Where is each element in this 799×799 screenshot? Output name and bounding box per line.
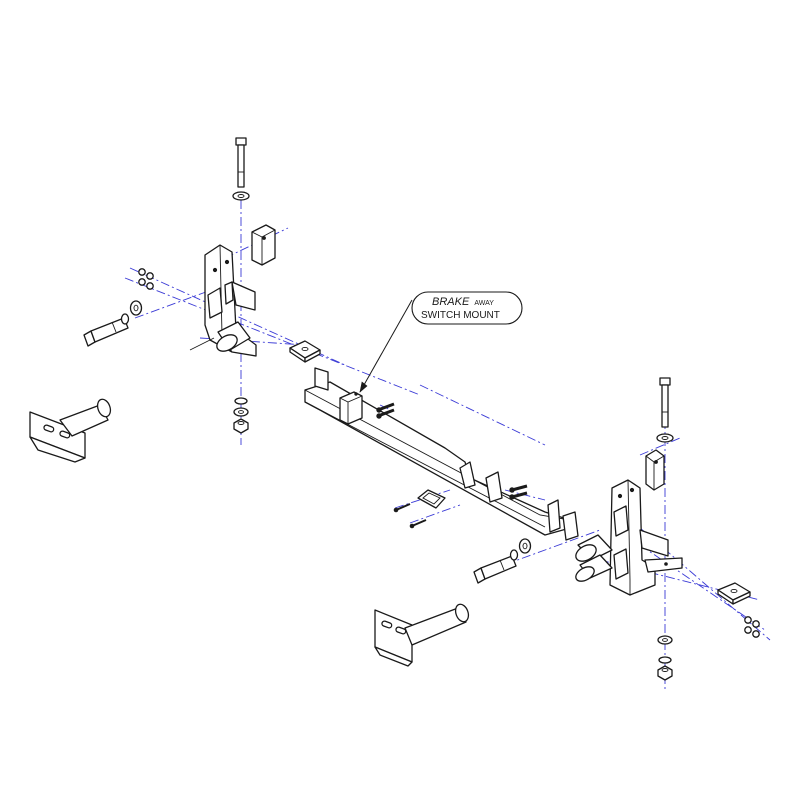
plate-screws [393,503,427,529]
svg-text:BRAKE AWAY: BRAKE AWAY [432,296,494,308]
main-crossbar [304,367,579,541]
right-lock-washer [509,549,519,561]
right-spacer-plate [717,582,751,605]
left-flat-washer [129,300,143,316]
right-horizontal-bolt [473,555,517,584]
right-upper-washer [656,433,674,443]
callout-brakeaway-switch-mount: BRAKE AWAY SWITCH MOUNT [359,291,523,393]
left-vertical-bolt [235,137,247,188]
switch-plate [417,489,446,509]
left-spacer-plate [289,340,321,363]
left-spacer-block [251,224,276,266]
left-lower-hardware [233,397,249,434]
right-flat-washer [518,538,532,554]
left-lock-washer [120,313,130,325]
right-vertical-bolt [659,377,671,428]
switch-mount-bolts [376,402,395,419]
crossbar-bolts [509,484,528,500]
left-receiver-tube [189,321,251,352]
right-tow-tab [374,603,470,667]
right-receiver-tube [575,534,613,582]
callout-brake-text: BRAKE [432,296,470,308]
left-nuts [138,268,154,290]
right-spacer-block [645,449,665,491]
brakeaway-switch-bracket [339,391,363,425]
right-nuts [744,616,760,638]
callout-away-text: AWAY [474,300,494,307]
right-mounting-bracket [609,479,683,596]
left-tow-tab [29,398,112,463]
left-horizontal-bolt [83,317,129,347]
left-upper-washer [232,191,250,201]
right-lower-hardware [657,635,673,681]
callout-line2: SWITCH MOUNT [421,310,500,321]
